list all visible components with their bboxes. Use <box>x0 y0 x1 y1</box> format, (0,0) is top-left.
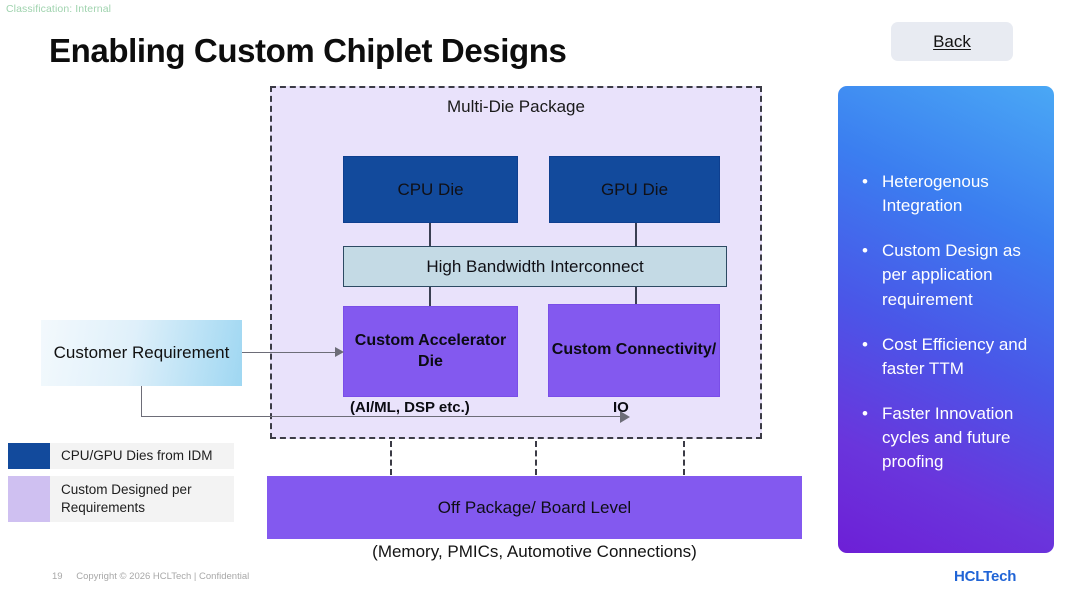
legend-item-custom: Custom Designed per Requirements <box>8 476 234 522</box>
multi-die-package-label: Multi-Die Package <box>447 97 585 116</box>
classification-label: Classification: Internal <box>6 3 112 15</box>
back-button[interactable]: Back <box>891 22 1013 61</box>
benefit-item: • Custom Design as per application requi… <box>860 239 1040 311</box>
gpu-die-box: GPU Die <box>549 156 720 223</box>
hcltech-logo: HCLTech <box>954 568 1017 585</box>
benefits-panel: • Heterogenous Integration • Custom Desi… <box>838 86 1054 553</box>
legend-swatch-idm-blue <box>8 443 50 469</box>
off-package-board-level-box: Off Package/ Board Level <box>267 476 802 539</box>
benefit-item: • Faster Innovation cycles and future pr… <box>860 402 1040 474</box>
legend-item-idm: CPU/GPU Dies from IDM <box>8 443 234 469</box>
benefit-item: • Cost Efficiency and faster TTM <box>860 333 1040 381</box>
bullet-icon: • <box>862 334 868 354</box>
connector-cpu-interconnect <box>429 223 431 246</box>
accelerator-die-caption: (AI/ML, DSP etc.) <box>350 399 470 416</box>
legend: CPU/GPU Dies from IDM Custom Designed pe… <box>8 443 234 529</box>
page-title: Enabling Custom Chiplet Designs <box>49 32 567 69</box>
benefit-label: Cost Efficiency and faster TTM <box>882 334 1028 378</box>
benefit-label: Custom Design as per application require… <box>882 241 1021 309</box>
benefits-list: • Heterogenous Integration • Custom Desi… <box>860 170 1040 495</box>
arrow-customer-to-io-head <box>620 411 630 423</box>
arrow-customer-to-accelerator-head <box>335 347 344 357</box>
footer: 19 Copyright © 2026 HCLTech | Confidenti… <box>52 571 249 582</box>
connector-gpu-interconnect <box>635 223 637 246</box>
custom-connectivity-die-box: Custom Connectivity/ <box>548 304 720 397</box>
legend-label-idm: CPU/GPU Dies from IDM <box>61 447 213 463</box>
package-to-board-connector-1 <box>390 441 392 475</box>
connector-interconnect-accelerator <box>429 287 431 306</box>
arrow-customer-to-accelerator-line <box>242 352 337 354</box>
custom-accelerator-die-box: Custom Accelerator Die <box>343 306 518 397</box>
benefit-item: • Heterogenous Integration <box>860 170 1040 218</box>
package-to-board-connector-2 <box>535 441 537 475</box>
package-to-board-connector-3 <box>683 441 685 475</box>
copyright-text: Copyright © 2026 HCLTech | Confidential <box>76 571 250 582</box>
bullet-icon: • <box>862 241 868 261</box>
customer-requirement-box: Customer Requirement <box>41 320 242 386</box>
back-button-label: Back <box>933 31 971 51</box>
board-level-caption: (Memory, PMICs, Automotive Connections) <box>372 542 697 561</box>
bullet-icon: • <box>862 172 868 191</box>
benefit-label: Faster Innovation cycles and future proo… <box>882 403 1014 472</box>
connector-interconnect-connectivity <box>635 287 637 304</box>
arrow-customer-to-io-horizontal <box>141 416 623 418</box>
legend-label-custom: Custom Designed per Requirements <box>61 481 192 515</box>
page-number: 19 <box>52 571 63 582</box>
arrow-customer-to-io-vertical <box>141 386 143 417</box>
cpu-die-box: CPU Die <box>343 156 518 223</box>
high-bandwidth-interconnect-box: High Bandwidth Interconnect <box>343 246 727 287</box>
bullet-icon: • <box>862 403 868 423</box>
legend-swatch-custom-purple <box>8 476 50 522</box>
benefit-label: Heterogenous Integration <box>882 172 989 216</box>
